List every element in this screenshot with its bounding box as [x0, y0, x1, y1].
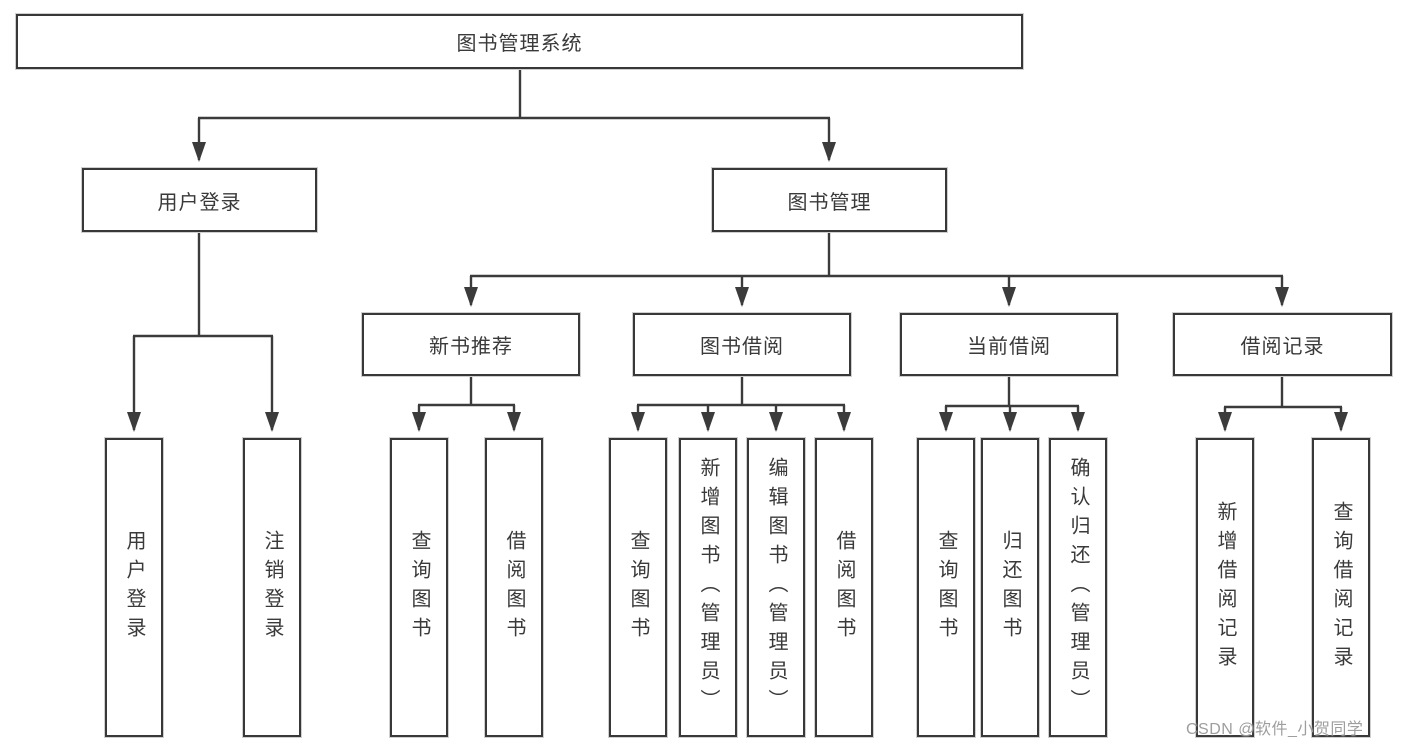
- leaf-logout: 注销登录: [243, 438, 301, 737]
- node-label: 图书管理: [787, 191, 872, 214]
- leaf-label: 查询借阅记录: [1330, 500, 1352, 675]
- leaf-confirm-return-admin: 确认归还（管理员）: [1049, 438, 1107, 737]
- leaf-label: 借阅图书: [833, 529, 855, 646]
- node-user-login: 用户登录: [82, 168, 317, 232]
- leaf-label: 查询图书: [935, 529, 957, 646]
- node-book-borrowing: 图书借阅: [633, 313, 851, 376]
- leaf-borrow-books: 借阅图书: [485, 438, 543, 737]
- node-library-management-system: 图书管理系统: [16, 14, 1023, 69]
- leaf-add-borrow-record: 新增借阅记录: [1196, 438, 1254, 737]
- node-label: 借阅记录: [1240, 336, 1325, 358]
- leaf-query-books: 查询图书: [609, 438, 667, 737]
- leaf-return-books: 归还图书: [981, 438, 1039, 737]
- node-book-management: 图书管理: [712, 168, 947, 232]
- csdn-watermark: CSDN @软件_小贺同学: [1186, 721, 1364, 738]
- leaf-borrow-books: 借阅图书: [815, 438, 873, 737]
- node-label: 用户登录: [157, 191, 242, 214]
- leaf-label: 查询图书: [627, 529, 649, 646]
- node-new-book-recommendation: 新书推荐: [362, 313, 580, 376]
- leaf-label: 新增图书（管理员）: [697, 457, 719, 718]
- leaf-label: 查询图书: [408, 529, 430, 646]
- leaf-label: 归还图书: [999, 529, 1021, 646]
- node-borrowing-records: 借阅记录: [1173, 313, 1392, 376]
- leaf-user-login: 用户登录: [105, 438, 163, 737]
- leaf-query-borrow-record: 查询借阅记录: [1312, 438, 1370, 737]
- leaf-query-books: 查询图书: [390, 438, 448, 737]
- node-label: 图书借阅: [700, 336, 784, 358]
- leaf-label: 编辑图书（管理员）: [765, 457, 787, 718]
- leaf-label: 确认归还（管理员）: [1067, 457, 1089, 718]
- leaf-label: 用户登录: [123, 529, 145, 646]
- leaf-edit-books-admin: 编辑图书（管理员）: [747, 438, 805, 737]
- leaf-add-books-admin: 新增图书（管理员）: [679, 438, 737, 737]
- node-current-borrowing: 当前借阅: [900, 313, 1118, 376]
- leaf-query-books: 查询图书: [917, 438, 975, 737]
- node-label: 当前借阅: [967, 336, 1051, 358]
- leaf-label: 借阅图书: [503, 529, 525, 646]
- leaf-label: 新增借阅记录: [1214, 500, 1236, 675]
- node-label: 图书管理系统: [456, 33, 583, 55]
- leaf-label: 注销登录: [261, 529, 283, 646]
- node-label: 新书推荐: [429, 336, 513, 358]
